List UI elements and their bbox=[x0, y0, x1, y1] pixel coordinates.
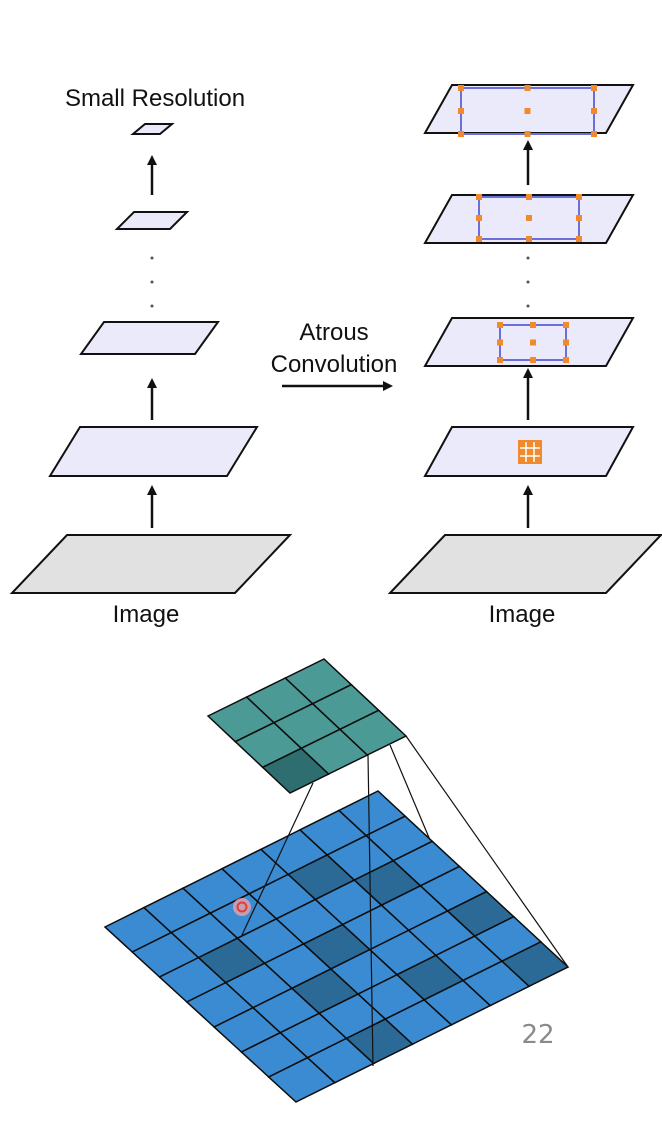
input-feature-grid bbox=[103, 790, 570, 1103]
output-cell bbox=[338, 709, 408, 756]
atrous-label-line2: Convolution bbox=[271, 351, 398, 378]
left-pyramid bbox=[9, 123, 293, 594]
output-feature-grid bbox=[206, 658, 408, 794]
sample-dot bbox=[530, 339, 536, 346]
sample-dot bbox=[497, 322, 503, 328]
sample-dot bbox=[576, 236, 582, 242]
sample-dot bbox=[530, 322, 536, 328]
sample-dot bbox=[530, 357, 536, 363]
sample-dot bbox=[458, 131, 464, 137]
sample-dot bbox=[526, 194, 532, 200]
atrous-label-line1: Atrous bbox=[299, 319, 368, 346]
image-plane-left bbox=[9, 534, 293, 594]
projection-line bbox=[241, 782, 314, 936]
sample-dot bbox=[497, 357, 503, 363]
sample-dot bbox=[476, 194, 482, 200]
left-ellipsis bbox=[150, 256, 154, 308]
sample-dot bbox=[458, 108, 464, 114]
feature-map-layer bbox=[79, 321, 220, 355]
sample-dot bbox=[458, 85, 464, 91]
feature-map-layer bbox=[130, 123, 175, 135]
sample-dot bbox=[524, 131, 531, 137]
right-ellipsis bbox=[526, 256, 530, 308]
kernel-3x3 bbox=[518, 440, 542, 464]
projection-lines bbox=[241, 735, 569, 1067]
sample-dot bbox=[563, 339, 569, 346]
pointer-marker bbox=[233, 898, 251, 916]
projection-line bbox=[367, 754, 374, 1067]
image-label-left: Image bbox=[113, 601, 180, 628]
sample-dot bbox=[497, 339, 503, 346]
image-plane-right bbox=[387, 534, 662, 594]
sample-dot bbox=[563, 322, 569, 328]
projection-line bbox=[389, 744, 431, 841]
sample-dot bbox=[591, 85, 597, 91]
sample-dot bbox=[576, 194, 582, 200]
sample-dot bbox=[476, 236, 482, 242]
sample-dot bbox=[524, 85, 531, 91]
projection-line bbox=[405, 735, 569, 968]
receptive-field-boxes bbox=[458, 85, 597, 464]
feature-map-layer bbox=[423, 317, 635, 367]
sample-dot bbox=[526, 215, 532, 221]
image-label-right: Image bbox=[489, 601, 556, 628]
small-resolution-label: Small Resolution bbox=[65, 85, 245, 112]
sample-dot bbox=[591, 108, 597, 114]
right-stack bbox=[387, 84, 662, 594]
sample-dot bbox=[524, 108, 531, 114]
feature-map-layer bbox=[48, 426, 259, 477]
sample-dot bbox=[563, 357, 569, 363]
sample-dot bbox=[576, 215, 582, 221]
sample-dot bbox=[526, 236, 532, 242]
sample-dot bbox=[591, 131, 597, 137]
page-number: 22 bbox=[521, 1020, 554, 1050]
sample-dot bbox=[476, 215, 482, 221]
feature-map-layer bbox=[114, 211, 190, 230]
